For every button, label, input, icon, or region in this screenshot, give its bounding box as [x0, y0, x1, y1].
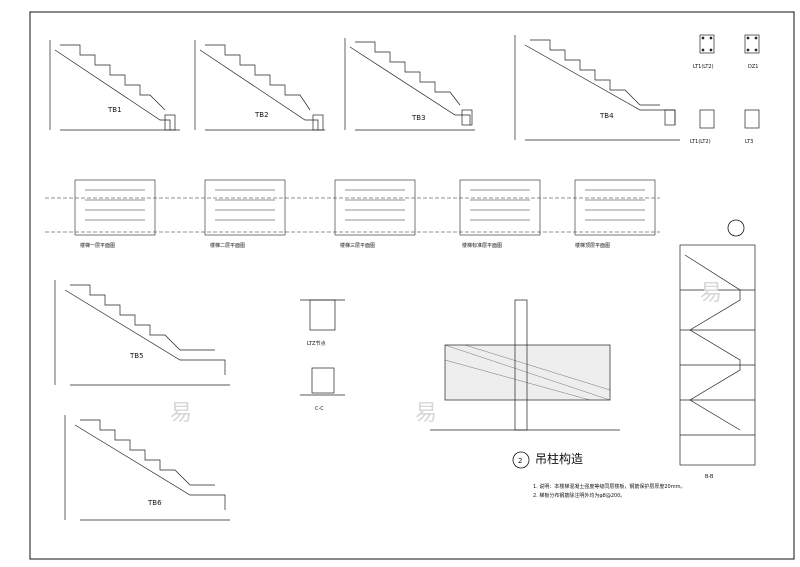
label-tb4: TB4: [599, 112, 614, 120]
label-dz1: DZ1: [748, 64, 758, 70]
plan-title-4: 楼梯标准层平面图: [462, 242, 502, 249]
label-lt3: LT3: [745, 139, 753, 145]
plan-title-3: 楼梯三层平面图: [340, 242, 375, 249]
label-ltz-node: LTZ节点: [307, 341, 326, 347]
sheet-border: [29, 11, 795, 560]
label-tb3: TB3: [411, 114, 426, 122]
watermark-1: 易: [170, 401, 192, 426]
stair-detail-tb6: [64, 415, 230, 521]
section-bb-marker: [727, 219, 745, 237]
plan-title-2: 楼梯二层平面图: [210, 242, 245, 249]
hanging-column-detail: [430, 299, 620, 431]
stair-detail-tb2: [194, 40, 325, 131]
label-tb6: TB6: [147, 499, 162, 507]
plan-title-5: 楼梯顶层平面图: [575, 242, 610, 249]
note-1: 1. 说明：本楼梯混凝土强度等级同层楼板，钢筋保护层厚度20mm。: [533, 483, 685, 490]
column-sections: [699, 34, 760, 129]
stair-detail-tb3: [344, 38, 475, 131]
ltz-node-detail: [300, 299, 345, 396]
stair-plans: [45, 179, 660, 236]
note-2: 2. 梯板分布钢筋除注明外均为φ8@200。: [533, 492, 625, 499]
stair-detail-tb5: [54, 280, 230, 386]
watermark-2: 易: [415, 401, 437, 426]
label-tb1: TB1: [107, 106, 122, 114]
watermark-3: 易: [700, 281, 722, 306]
label-tb5: TB5: [129, 352, 144, 360]
label-lt1-bottom: LT1(LT2): [690, 139, 711, 145]
hanging-column-number-circle: [512, 451, 530, 469]
label-section-cc: C-C: [315, 406, 324, 412]
label-tb2: TB2: [254, 111, 269, 119]
label-lt1-top: LT1(LT2): [693, 64, 714, 70]
hanging-column-number: 2: [518, 457, 522, 465]
plan-title-1: 楼梯一层平面图: [80, 242, 115, 249]
section-bb: [679, 244, 756, 466]
stair-detail-tb4: [514, 35, 680, 141]
label-section-bb: B-B: [705, 474, 714, 480]
hanging-column-title: 吊柱构造: [535, 451, 583, 466]
stair-detail-tb1: [49, 40, 180, 131]
